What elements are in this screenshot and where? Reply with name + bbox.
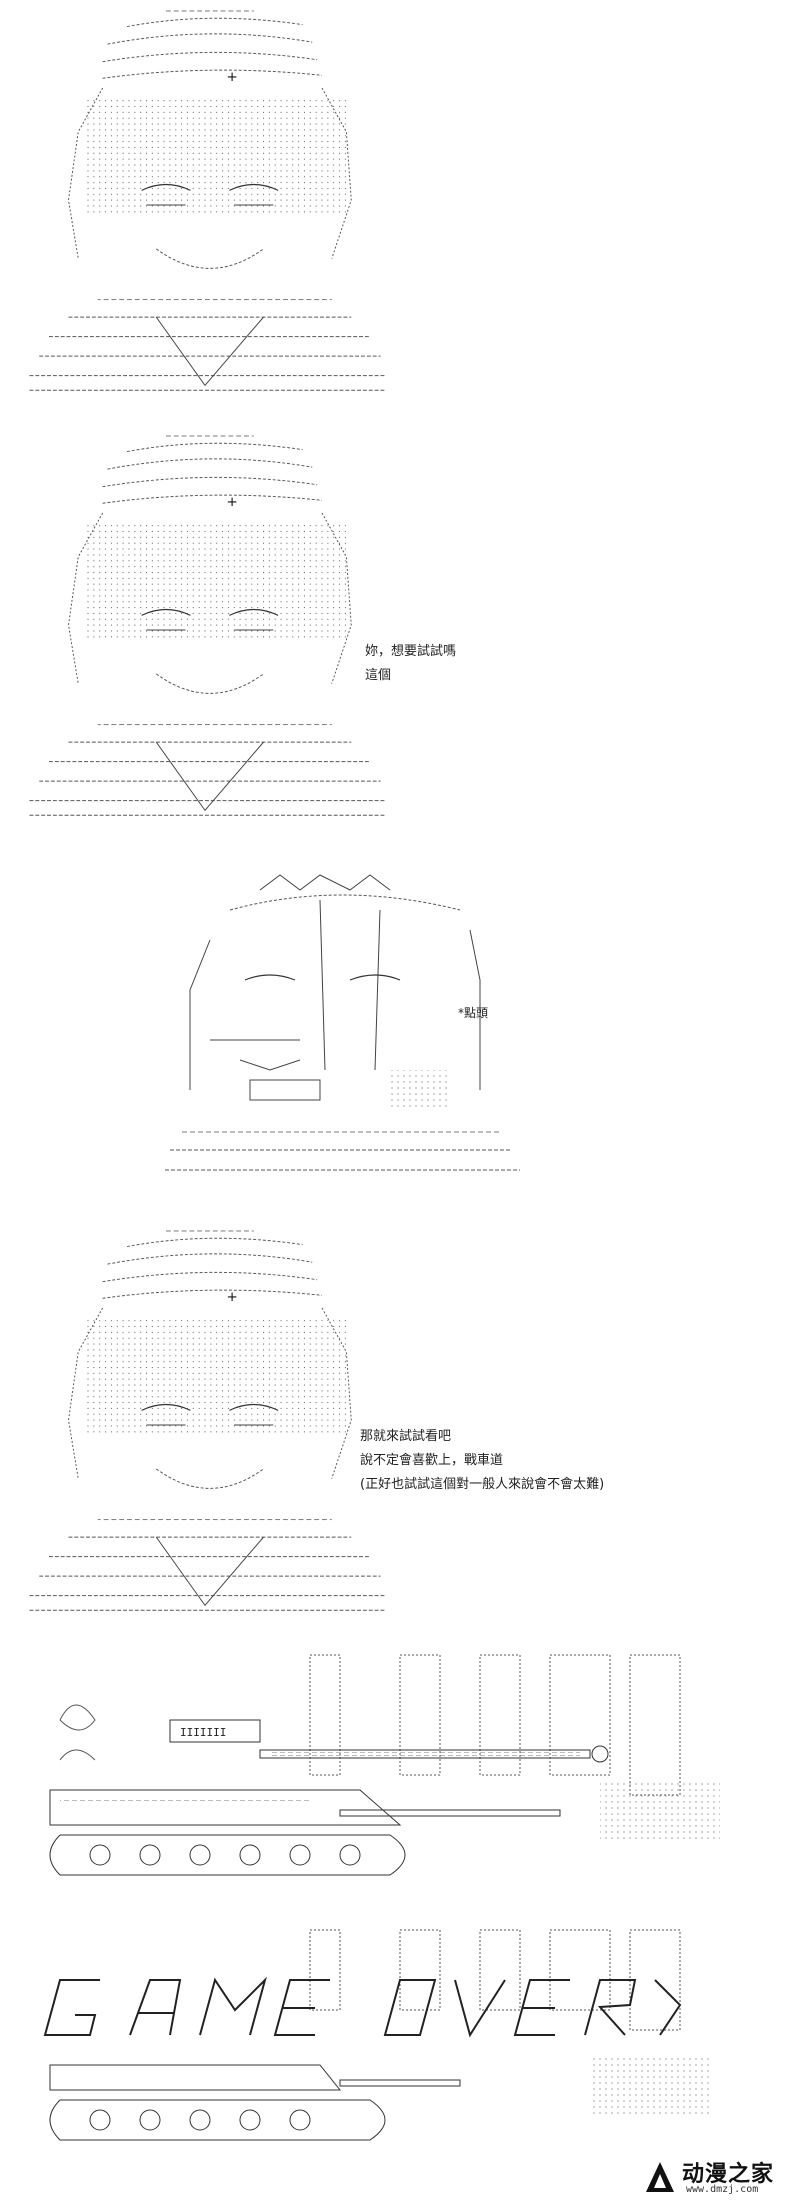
tank-firing-art: IIIIIII bbox=[40, 1650, 760, 1920]
panel-5: IIIIIII bbox=[0, 1650, 800, 1920]
watermark-title: 动漫之家 bbox=[682, 2162, 775, 2187]
character-figure-art bbox=[10, 0, 400, 410]
watermark-url: www.dmzj.com bbox=[686, 2184, 759, 2195]
dialog-line: (正好也試試這個對一般人來說會不會太難) bbox=[360, 1477, 605, 1492]
character-figure-art bbox=[10, 1225, 400, 1625]
dialog-text: 妳，想要試試嗎 這個 bbox=[365, 640, 456, 688]
sfx-nod-text: *點頭 bbox=[458, 1006, 489, 1020]
panel-2: 妳，想要試試嗎 這個 bbox=[0, 430, 800, 830]
dialog-text: 那就來試試看吧 說不定會喜歡上，戰車道 (正好也試試這個對一般人來說會不會太難) bbox=[360, 1425, 604, 1497]
nodding-character-art bbox=[150, 870, 530, 1190]
dialog-line: 說不定會喜歡上，戰車道 bbox=[360, 1453, 504, 1468]
panel-1 bbox=[0, 0, 800, 410]
game-over-art bbox=[40, 1925, 760, 2155]
panel-3: *點頭 bbox=[0, 870, 800, 1190]
svg-text:IIIIIII: IIIIIII bbox=[180, 1726, 226, 1739]
site-watermark: 动漫之家 www.dmzj.com bbox=[642, 2154, 792, 2200]
panel-4: 那就來試試看吧 說不定會喜歡上，戰車道 (正好也試試這個對一般人來說會不會太難) bbox=[0, 1225, 800, 1625]
panel-6: 动漫之家 www.dmzj.com bbox=[0, 1925, 800, 2206]
dialog-line: 那就來試試看吧 bbox=[360, 1429, 452, 1444]
character-figure-art bbox=[10, 430, 400, 830]
dialog-line: 妳，想要試試嗎 bbox=[365, 644, 457, 659]
site-logo-icon bbox=[646, 2162, 674, 2192]
dialog-line: 這個 bbox=[365, 668, 392, 683]
